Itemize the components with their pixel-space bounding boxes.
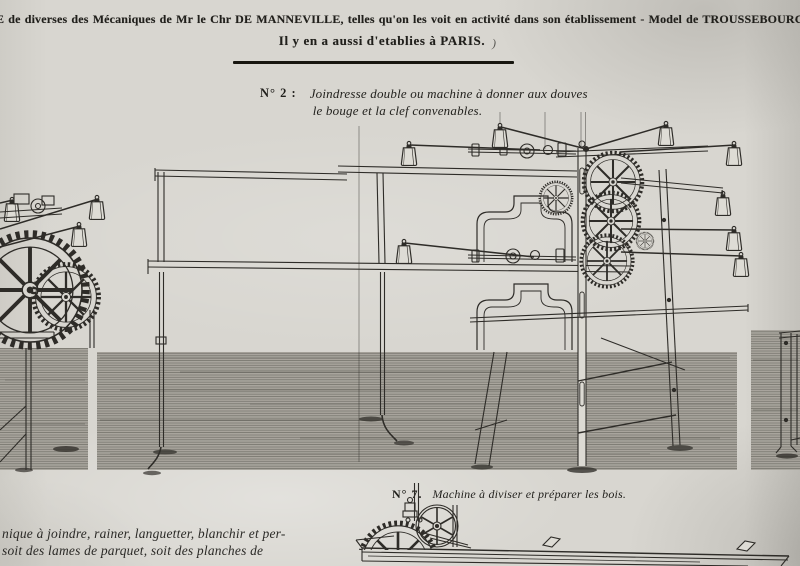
figure7-caption: N° 7. Machine à diviser et préparer les … [392, 487, 626, 502]
footer-line2: soit des lames de parquet, soit des plan… [2, 542, 264, 558]
plate-title: E de diverses des Mécaniques de Mr le Ch… [0, 12, 800, 26]
figure2-number: N° 2 : [260, 86, 297, 100]
joindresse-machine-engraving [143, 112, 750, 476]
footer-text: nique à joindre, rainer, languetter, bla… [2, 526, 286, 559]
title-rule [233, 61, 514, 64]
figure2-caption-line2: le bouge et la clef convenables. [312, 102, 483, 118]
left-machine-engraving [0, 193, 106, 473]
figure2-caption-line1: Joindresse double ou machine à donner au… [309, 86, 588, 101]
subtitle-end-mark: ) [492, 36, 496, 50]
ground-hatching [0, 330, 800, 470]
plate-subtitle: Il y en a aussi d'etablies à PARIS. [278, 33, 486, 48]
footer-line1: nique à joindre, rainer, languetter, bla… [2, 526, 286, 541]
figure2-caption: N° 2 : Joindresse double ou machine à do… [260, 86, 588, 119]
figure7-number: N° 7. [392, 487, 423, 501]
figure7-caption-text: Machine à diviser et préparer les bois. [432, 487, 627, 501]
right-machine-engraving [775, 330, 800, 459]
